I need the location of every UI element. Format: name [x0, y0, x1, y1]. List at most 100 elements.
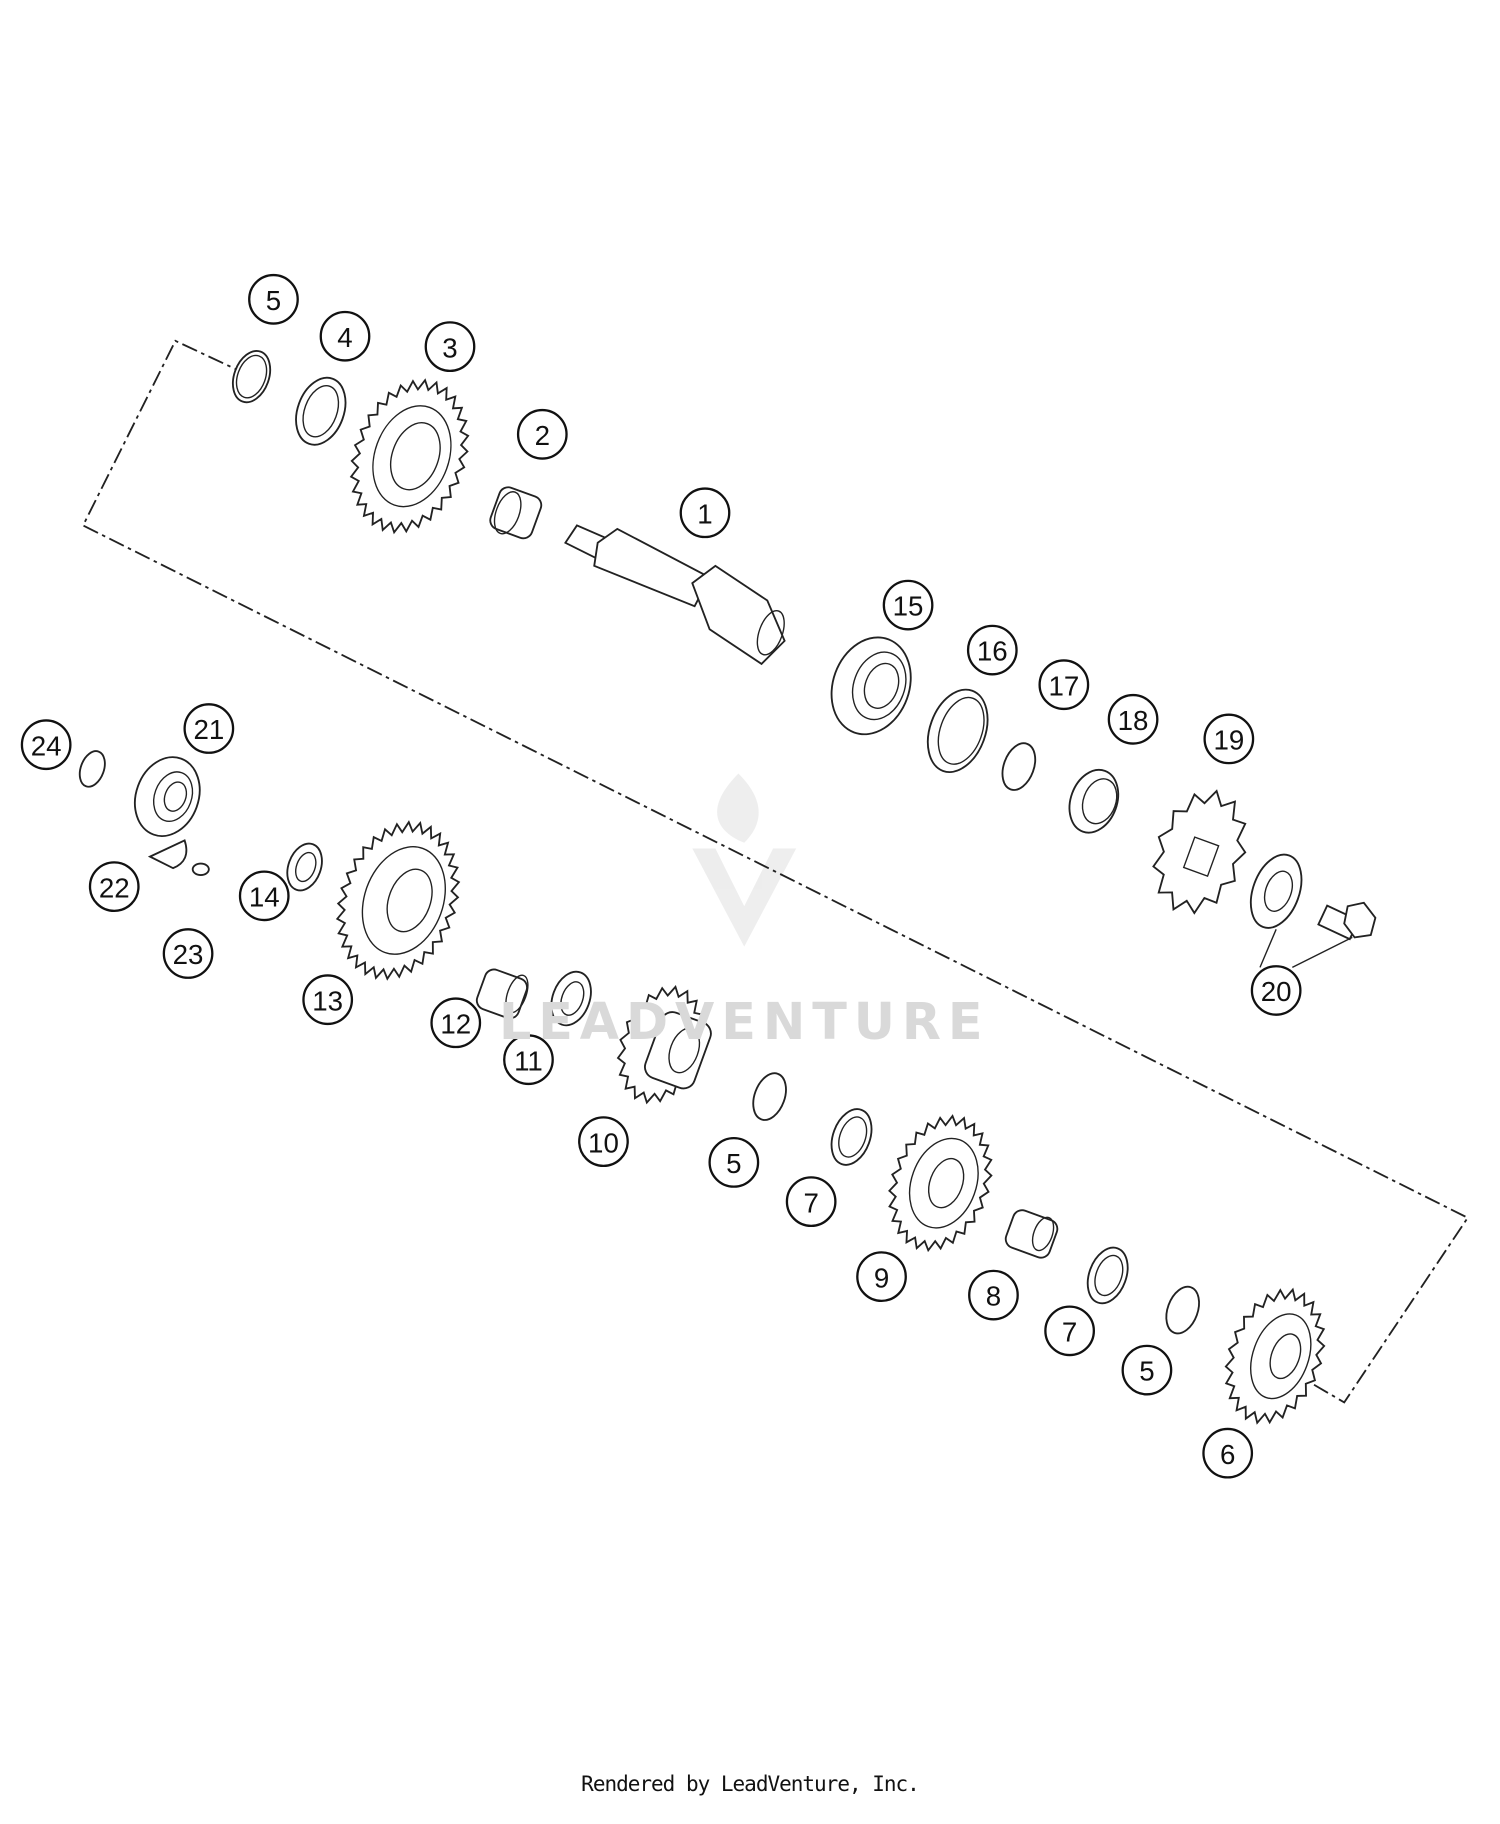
- callout-4[interactable]: 4: [319, 310, 371, 362]
- gear-13: [335, 820, 461, 981]
- callout-label: 5: [266, 285, 281, 316]
- callout-circle: [785, 1176, 837, 1227]
- callout-circle: [708, 1136, 760, 1188]
- callout-circle: [248, 273, 299, 325]
- callout-circle: [968, 1269, 1019, 1321]
- callout-circle: [1044, 1305, 1095, 1357]
- watermark-logo: [692, 773, 797, 947]
- callout-5[interactable]: 5: [1121, 1344, 1173, 1396]
- callout-circle: [88, 861, 140, 912]
- callout-circle: [966, 624, 1018, 676]
- callout-label: 5: [1139, 1356, 1154, 1387]
- callout-label: 20: [1261, 976, 1292, 1007]
- callout-circle: [430, 997, 482, 1049]
- main-shaft: [564, 524, 786, 666]
- lock-plate-22: [147, 839, 188, 870]
- callout-label: 21: [193, 714, 224, 745]
- callout-3[interactable]: 3: [424, 321, 476, 372]
- bearing-15: [830, 636, 912, 736]
- callout-circle: [20, 719, 72, 771]
- ring-24: [78, 750, 106, 788]
- gear-9: [888, 1114, 993, 1253]
- callout-label: 17: [1048, 670, 1079, 701]
- assembly-outline: [81, 339, 1470, 1404]
- callout-label: 4: [337, 322, 352, 353]
- bushing-18: [1068, 768, 1120, 834]
- gear-10: [616, 985, 712, 1105]
- callout-16[interactable]: 16: [966, 624, 1018, 676]
- gear-6: [1224, 1287, 1326, 1425]
- callout-6[interactable]: 6: [1202, 1427, 1254, 1479]
- callout-circle: [424, 321, 476, 372]
- callout-circle: [679, 487, 731, 539]
- washer-7-a: [830, 1108, 873, 1166]
- washer-bolt-20: [1249, 853, 1377, 969]
- ring-5-low: [1165, 1285, 1200, 1335]
- callout-11[interactable]: 11: [503, 1034, 554, 1086]
- callout-circle: [516, 408, 568, 460]
- callout-label: 18: [1118, 705, 1149, 736]
- callout-label: 24: [31, 730, 62, 761]
- bushing-12: [475, 968, 529, 1020]
- ring-5-mid: [752, 1072, 787, 1121]
- callout-5[interactable]: 5: [708, 1136, 760, 1188]
- callout-label: 6: [1220, 1439, 1235, 1470]
- callout-circle: [503, 1034, 554, 1086]
- callout-10[interactable]: 10: [578, 1116, 629, 1167]
- callout-circle: [1038, 659, 1090, 711]
- callout-13[interactable]: 13: [302, 974, 354, 1026]
- callout-label: 9: [874, 1262, 889, 1293]
- gear-3: [349, 378, 470, 535]
- callout-2[interactable]: 2: [516, 408, 568, 460]
- callout-label: 12: [440, 1008, 471, 1039]
- callout-label: 23: [173, 939, 204, 970]
- callout-8[interactable]: 8: [968, 1269, 1019, 1321]
- callout-label: 5: [726, 1148, 741, 1179]
- washer-14: [286, 842, 323, 892]
- callout-label: 15: [893, 591, 924, 622]
- washer-4: [295, 376, 347, 446]
- footer-credit: Rendered by LeadVenture, Inc.: [581, 1772, 920, 1796]
- callout-7[interactable]: 7: [785, 1176, 837, 1227]
- washer-7-b: [1086, 1246, 1129, 1305]
- callout-22[interactable]: 22: [88, 861, 140, 912]
- callout-circle: [1121, 1344, 1173, 1396]
- callout-label: 1: [697, 498, 712, 529]
- bearing-21: [134, 756, 201, 837]
- callout-label: 16: [977, 636, 1008, 667]
- callout-circle: [1107, 693, 1159, 745]
- callout-24[interactable]: 24: [20, 719, 72, 771]
- ring-17: [1001, 742, 1037, 791]
- callout-21[interactable]: 21: [183, 703, 235, 754]
- screw-23: [191, 862, 210, 876]
- callout-19[interactable]: 19: [1203, 713, 1255, 765]
- callout-1[interactable]: 1: [679, 487, 731, 539]
- callout-label: 8: [986, 1281, 1001, 1312]
- callout-circle: [238, 870, 290, 922]
- callout-7[interactable]: 7: [1044, 1305, 1095, 1357]
- callout-23[interactable]: 23: [162, 928, 214, 979]
- callout-20[interactable]: 20: [1250, 965, 1302, 1016]
- callout-label: 19: [1213, 725, 1244, 756]
- callout-15[interactable]: 15: [882, 579, 934, 631]
- callout-9[interactable]: 9: [856, 1251, 907, 1302]
- callout-label: 10: [588, 1127, 619, 1158]
- bushing-2: [489, 486, 543, 540]
- callout-circle: [1250, 965, 1302, 1016]
- watermark-flame-icon: [717, 773, 759, 843]
- needle-bearing-8: [1004, 1209, 1059, 1259]
- callout-circle: [856, 1251, 907, 1302]
- callout-label: 2: [535, 420, 550, 451]
- callout-18[interactable]: 18: [1107, 693, 1159, 745]
- callout-circle: [319, 310, 371, 362]
- callout-14[interactable]: 14: [238, 870, 290, 922]
- callout-12[interactable]: 12: [430, 997, 482, 1049]
- callout-label: 22: [99, 872, 130, 903]
- callout-5[interactable]: 5: [248, 273, 299, 325]
- callout-17[interactable]: 17: [1038, 659, 1090, 711]
- watermark-logo-icon: [692, 848, 797, 947]
- callout-circle: [1203, 713, 1255, 765]
- callout-label: 7: [803, 1187, 818, 1218]
- seal-16: [926, 688, 989, 773]
